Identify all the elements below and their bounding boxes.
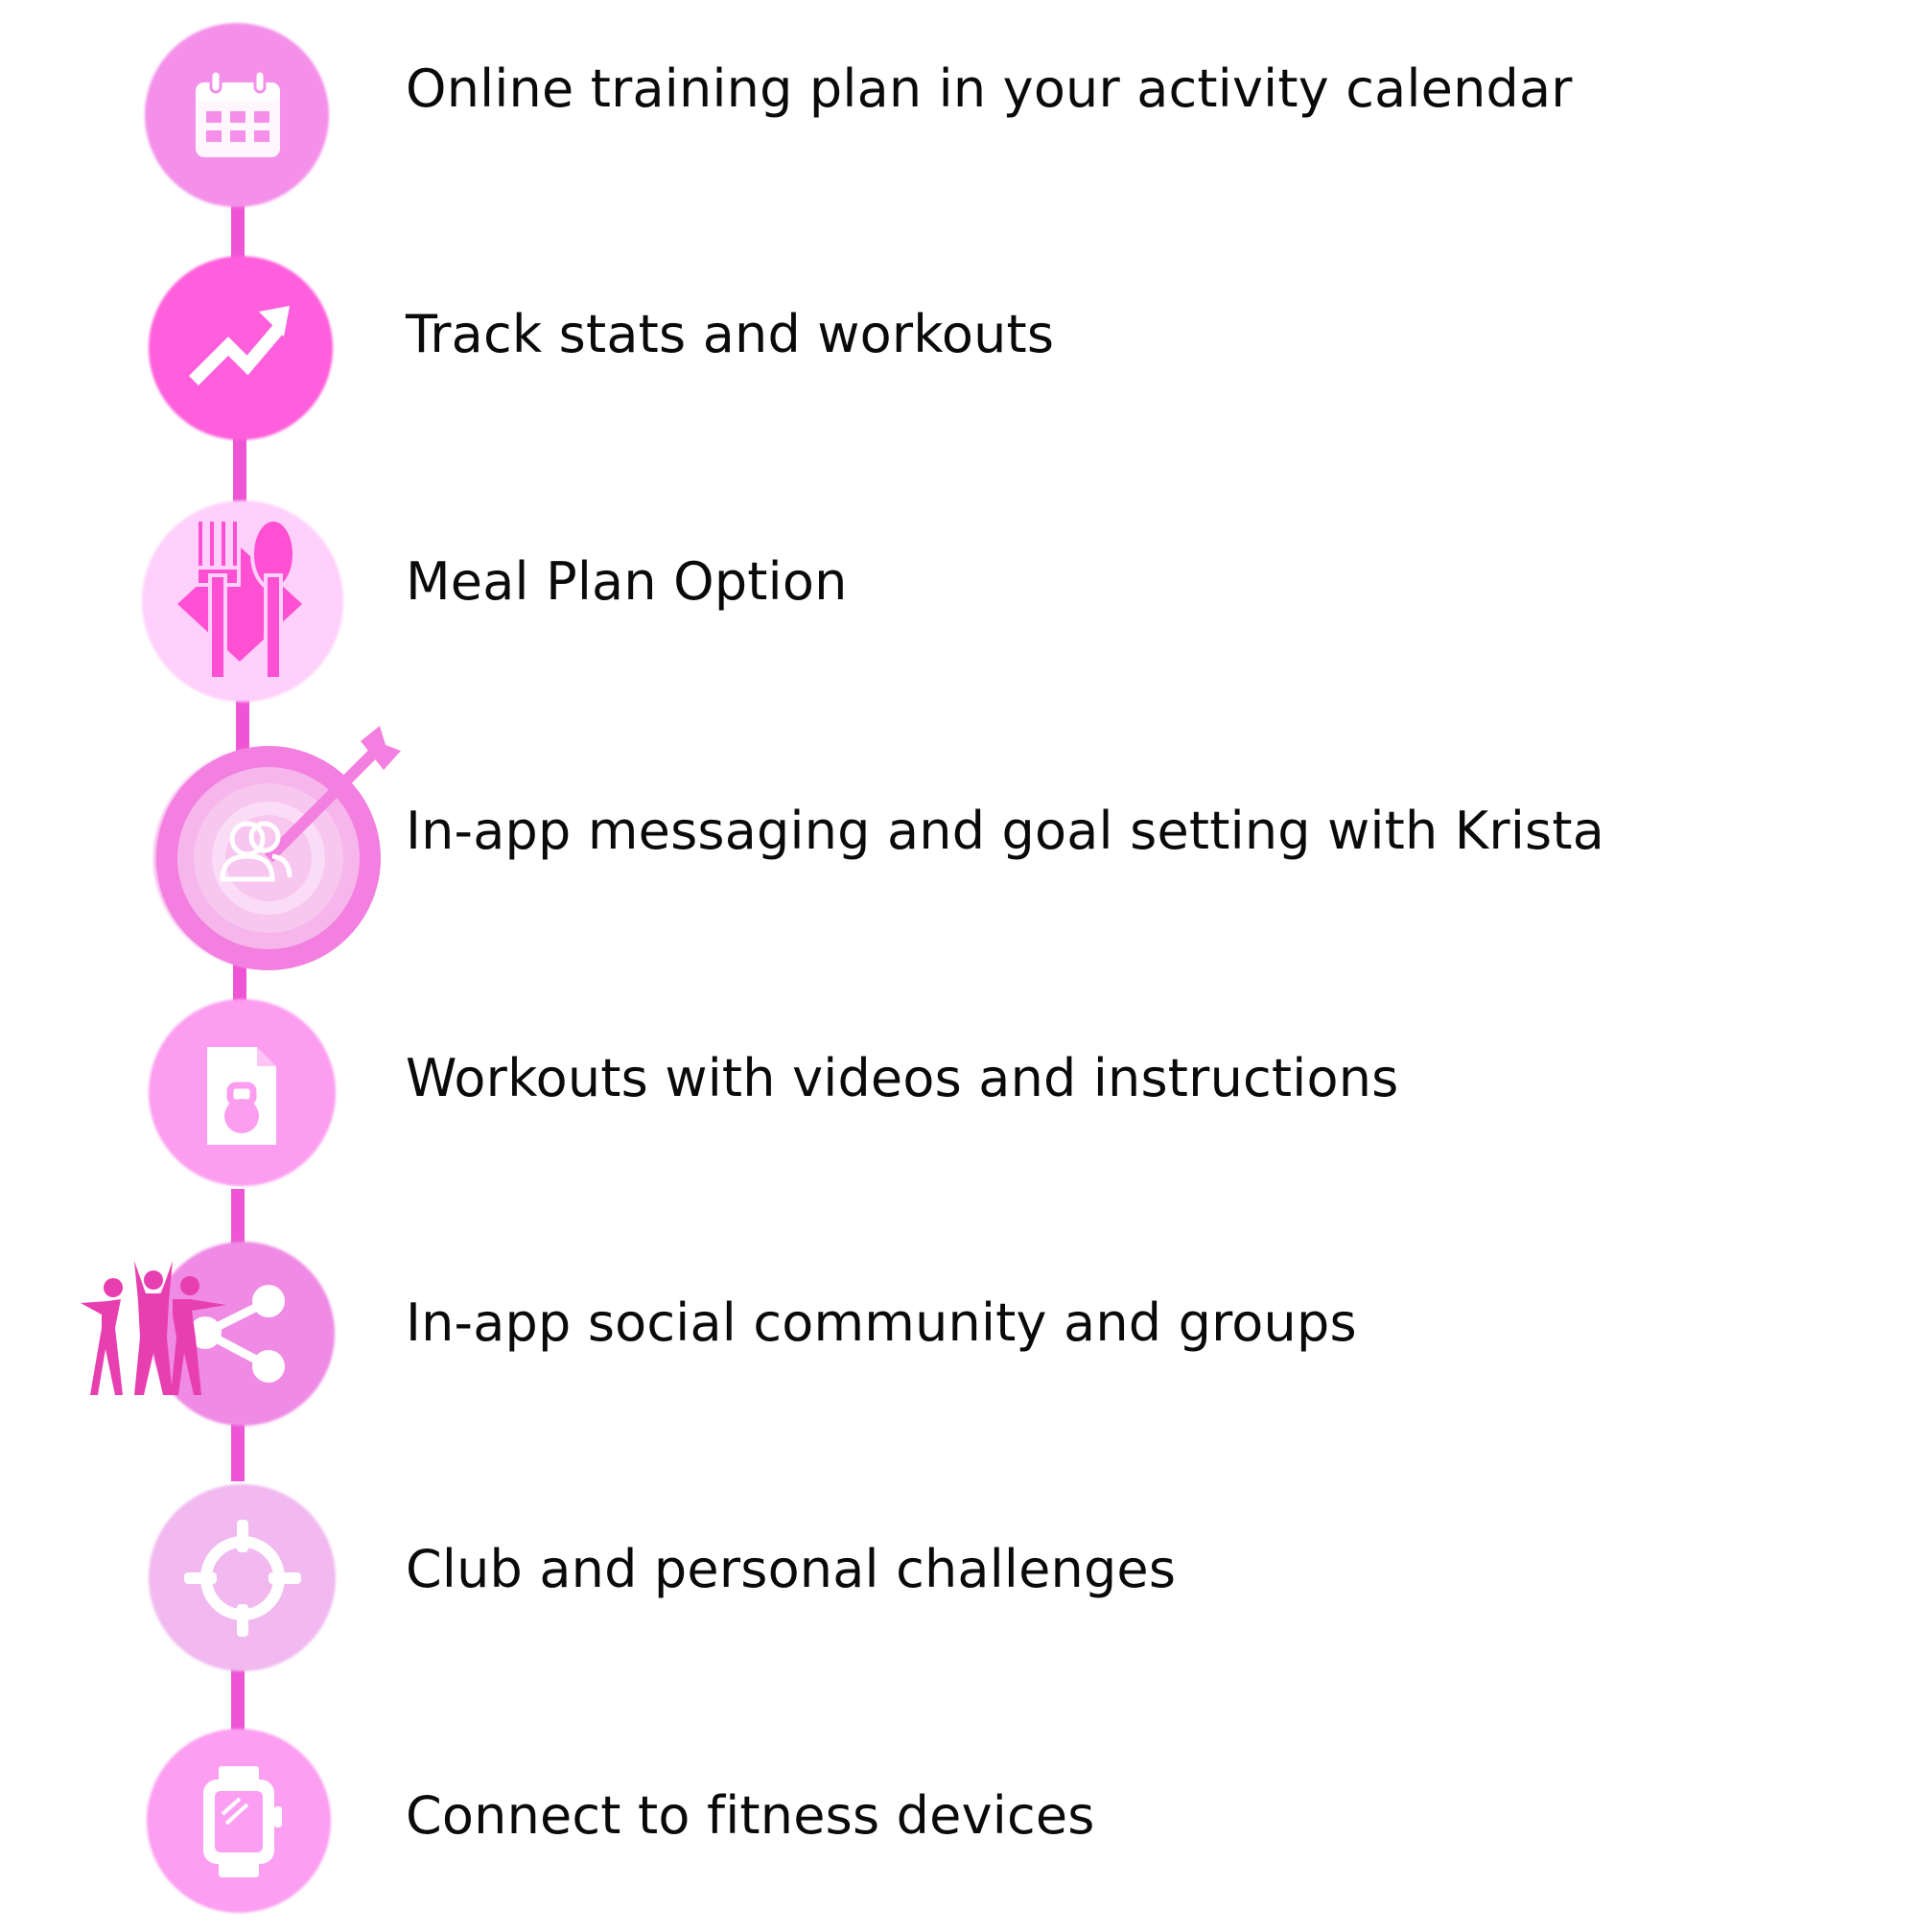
feature-item-social-community: In-app social community and groups	[0, 1222, 1918, 1443]
timeline-connector	[231, 192, 245, 259]
calendar-icon	[196, 69, 280, 157]
feature-item-calendar: Online training plan in your activity ca…	[0, 0, 1918, 221]
feature-item-messaging-goals: In-app messaging and goal setting with K…	[0, 726, 1918, 970]
timeline-connector	[231, 1189, 245, 1246]
feature-item-meal-plan: Meal Plan Option	[0, 489, 1918, 710]
feature-item-fitness-devices: Connect to fitness devices	[0, 1711, 1918, 1932]
feature-label: Meal Plan Option	[406, 551, 848, 612]
target-arrow-icon	[156, 726, 401, 970]
feature-icon-circle	[149, 1484, 336, 1671]
trending-up-icon	[189, 306, 290, 385]
timeline-connector	[231, 1424, 245, 1481]
share-icon	[189, 1285, 285, 1383]
group-people-icon	[81, 1261, 226, 1395]
feature-label: Connect to fitness devices	[406, 1785, 1095, 1846]
crosshair-icon	[184, 1520, 301, 1637]
smartwatch-icon	[203, 1766, 282, 1877]
feature-label: Online training plan in your activity ca…	[406, 58, 1573, 119]
feature-item-track-stats: Track stats and workouts	[0, 244, 1918, 465]
feature-label: In-app messaging and goal setting with K…	[406, 801, 1605, 861]
feature-label: Workouts with videos and instructions	[406, 1048, 1399, 1108]
feature-icon-circle	[149, 256, 333, 440]
feature-label: Club and personal challenges	[406, 1539, 1177, 1599]
fork-spoon-icon	[177, 518, 302, 681]
timeline-connector	[233, 431, 246, 503]
feature-item-challenges: Club and personal challenges	[0, 1467, 1918, 1688]
timeline-connector	[236, 695, 249, 757]
kettlebell-document-icon	[207, 1047, 276, 1145]
timeline-connector	[231, 1664, 245, 1731]
feature-label: In-app social community and groups	[406, 1292, 1357, 1353]
feature-label: Track stats and workouts	[406, 304, 1055, 364]
feature-item-workout-videos: Workouts with videos and instructions	[0, 978, 1918, 1199]
